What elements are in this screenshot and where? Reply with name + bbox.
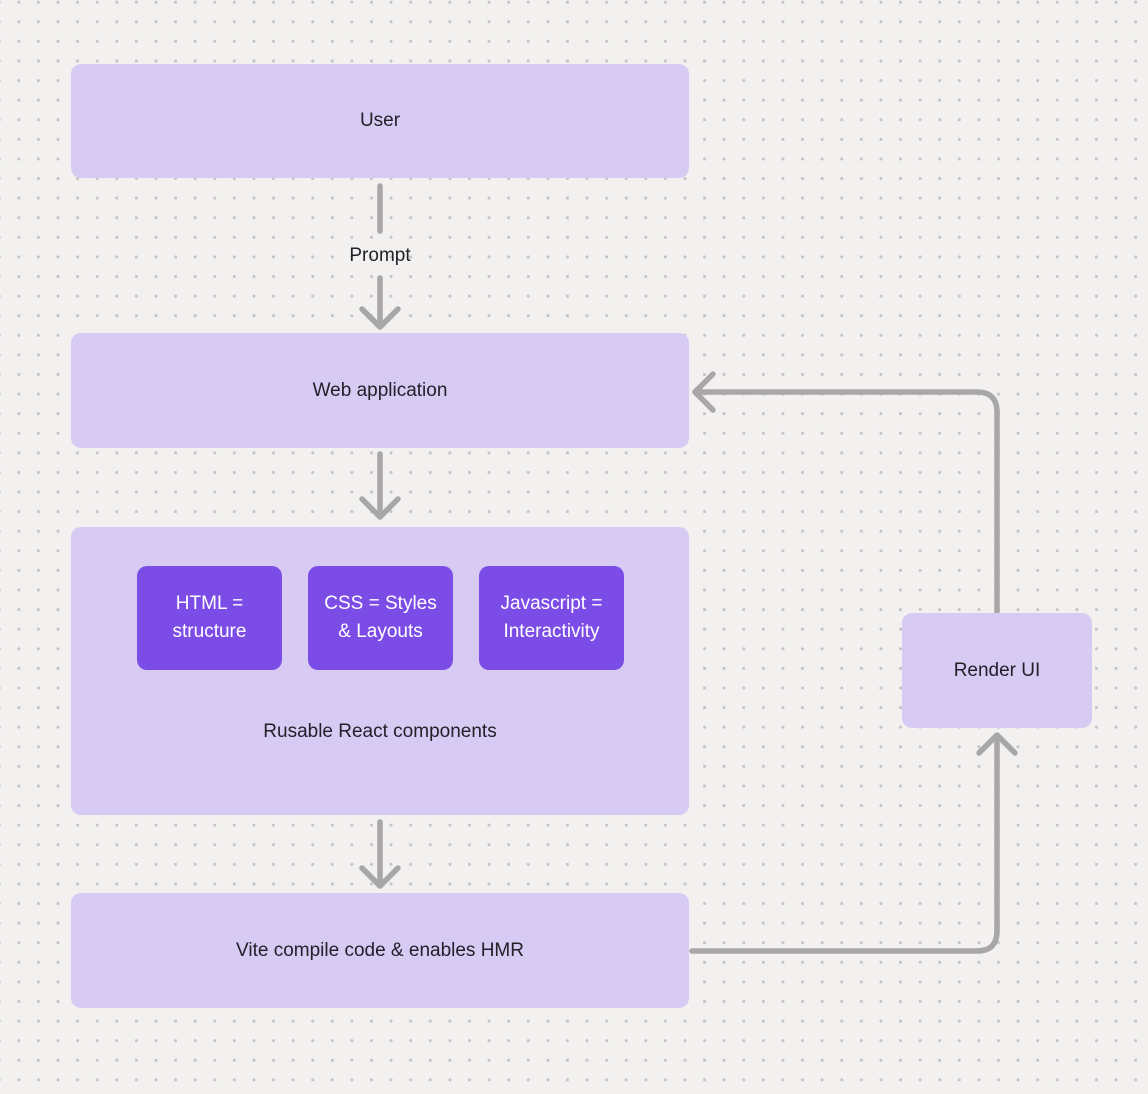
- arrow-webapp-to-components-arrowhead: [359, 496, 401, 520]
- arrow-renderui-to-webapp-arrowhead: [692, 371, 716, 413]
- components-group-label: Rusable React components: [263, 721, 497, 742]
- web-application-node[interactable]: Web application: [71, 333, 689, 448]
- vite-node[interactable]: Vite compile code & enables HMR: [71, 893, 689, 1008]
- arrow-vite-to-renderui-line: [689, 737, 1000, 954]
- javascript-node-line1: Javascript =: [500, 592, 603, 614]
- css-node[interactable]: CSS = Styles & Layouts: [308, 566, 453, 670]
- render-ui-node[interactable]: Render UI: [902, 613, 1092, 728]
- web-application-node-label: Web application: [312, 379, 448, 401]
- arrow-renderui-to-webapp-line: [698, 389, 1000, 615]
- user-node-label: User: [359, 110, 401, 132]
- vite-node-label: Vite compile code & enables HMR: [236, 939, 524, 961]
- render-ui-node-label: Render UI: [953, 659, 1041, 681]
- user-node[interactable]: User: [71, 64, 689, 178]
- arrow-components-to-vite-arrowhead: [359, 865, 401, 889]
- html-node-line2: structure: [172, 621, 247, 642]
- html-node-line1: HTML =: [175, 592, 244, 614]
- javascript-node-line2: Interactivity: [503, 621, 600, 642]
- prompt-edge-label: Prompt: [349, 245, 411, 266]
- components-group-node[interactable]: HTML = structure CSS = Styles & Layouts …: [71, 527, 689, 815]
- css-node-line2: & Layouts: [338, 621, 423, 642]
- css-node-line1: CSS = Styles: [324, 592, 437, 614]
- arrow-vite-to-renderui-arrowhead: [976, 732, 1018, 756]
- html-node[interactable]: HTML = structure: [137, 566, 282, 670]
- arrow-user-to-webapp-arrowhead: [359, 306, 401, 330]
- javascript-node[interactable]: Javascript = Interactivity: [479, 566, 624, 670]
